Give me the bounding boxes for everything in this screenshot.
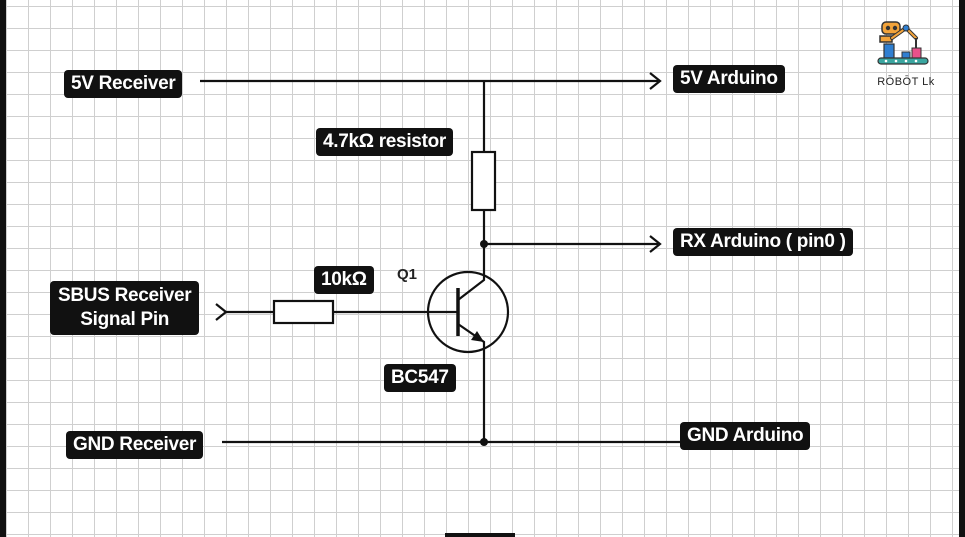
robot-arm-icon: [877, 21, 929, 65]
label-transistor-model: BC547: [384, 364, 456, 392]
label-gnd-arduino: GND Arduino: [680, 422, 811, 450]
label-resistor-pullup: 4.7kΩ resistor: [316, 128, 453, 156]
resistor-base-body: [272, 299, 335, 325]
label-resistor-base: 10kΩ: [314, 266, 374, 294]
label-5v-receiver: 5V Receiver: [64, 70, 183, 98]
frame-right-border: [959, 0, 965, 537]
arrow-5v-arduino: [649, 72, 662, 90]
transistor-collector-lead: [457, 268, 486, 301]
label-gnd-receiver: GND Receiver: [66, 431, 204, 459]
logo-text: RŌBŌT Lk: [877, 76, 935, 88]
label-5v-arduino: 5V Arduino: [673, 65, 785, 93]
robot-lk-logo: RŌBŌT Lk: [872, 18, 940, 94]
label-transistor-ref: Q1: [397, 266, 418, 283]
label-rx-arduino: RX Arduino ( pin0 ): [673, 228, 853, 256]
label-sbus-signal: SBUS Receiver Signal Pin: [50, 281, 200, 335]
label-sbus-line1: SBUS Receiver: [58, 285, 192, 306]
transistor-emitter-arrow: [471, 331, 484, 342]
frame-bottom-tab: [445, 533, 515, 537]
frame-left-border: [0, 0, 6, 537]
arrow-sbus-input: [215, 303, 228, 321]
arrow-rx-arduino: [649, 235, 662, 253]
resistor-pullup-body: [470, 150, 497, 212]
label-sbus-line2: Signal Pin: [80, 309, 170, 330]
